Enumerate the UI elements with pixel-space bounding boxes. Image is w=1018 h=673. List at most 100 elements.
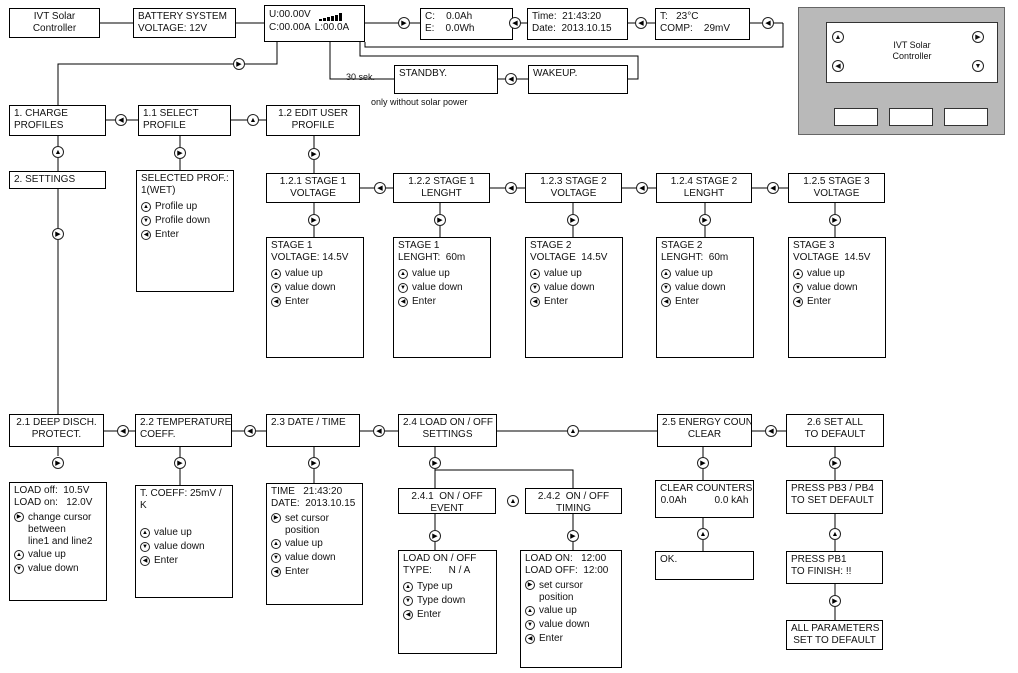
load-current-value: L:00.0A [314,21,350,33]
deep-discharge-box: 2.1 DEEP DISCH. PROTECT. [9,414,104,447]
option-label: change cursor between line1 and line2 [28,512,93,547]
option-label: value up [285,538,323,549]
onoff-timing-detail: LOAD ON: 12:00 LOAD OFF: 12:00 ▶set curs… [520,550,622,668]
nav-right-icon: ▶ [567,530,579,542]
option-label: Enter [155,229,179,240]
up-icon: ▲ [403,582,413,592]
option-label: set cursor position [285,513,329,536]
option-label: Enter [544,296,568,307]
down-icon: ▼ [140,542,150,552]
left-icon: ◀ [793,297,803,307]
nav-right-icon: ▶ [567,214,579,226]
up-icon: ▲ [661,269,671,279]
stage-1-voltage-detail: STAGE 1 VOLTAGE: 14.5V ▲value up ▼value … [266,237,364,358]
device-down-icon[interactable]: ▼ [972,60,984,72]
option-label: Enter [807,296,831,307]
option-label: Enter [285,566,309,577]
stage-2-voltage-header: 1.2.3 STAGE 2 VOLTAGE [525,173,622,203]
up-icon: ▲ [398,269,408,279]
up-icon: ▲ [271,269,281,279]
ok-box: OK. [655,551,754,580]
device-push-button-1[interactable] [834,108,878,126]
up-icon: ▲ [14,550,24,560]
nav-left-icon: ◀ [373,425,385,437]
down-icon: ▼ [141,216,151,226]
selected-profile-box: SELECTED PROF.: 1(WET) ▲Profile up ▼Prof… [136,170,234,292]
nav-right-icon: ▶ [308,457,320,469]
press-pb3-box: PRESS PB3 / PB4 TO SET DEFAULT [786,480,883,514]
device-push-button-2[interactable] [889,108,933,126]
select-profile-box: 1.1 SELECT PROFILE [138,105,231,136]
nav-left-icon: ◀ [636,182,648,194]
down-icon: ▼ [793,283,803,293]
nav-right-icon: ▶ [174,457,186,469]
date-time-box: 2.3 DATE / TIME [266,414,360,447]
tcoeff-value: T. COEFF: 25mV / K [140,488,222,511]
down-icon: ▼ [403,596,413,606]
nav-right-icon: ▶ [434,214,446,226]
nav-left-icon: ◀ [767,182,779,194]
temperature-coeff-detail: T. COEFF: 25mV / K ▲value up ▼value down… [135,485,233,598]
nav-right-icon: ▶ [429,530,441,542]
nav-left-icon: ◀ [505,73,517,85]
date-value: Date: 2013.10.15 [532,23,612,34]
option-label: Type up [417,581,453,592]
left-icon: ◀ [403,610,413,620]
load-values: LOAD off: 10.5V LOAD on: 12.0V [14,485,93,508]
nav-right-icon: ▶ [829,214,841,226]
nav-right-icon: ▶ [233,58,245,70]
signal-bars-icon [318,9,343,21]
left-icon: ◀ [140,556,150,566]
down-icon: ▼ [14,564,24,574]
stage-2-length-detail: STAGE 2 LENGHT: 60m ▲value up ▼value dow… [656,237,754,358]
solar-note: only without solar power [371,97,468,107]
temperature-value: T: 23°C [660,11,699,22]
nav-up-icon: ▲ [247,114,259,126]
stage-2-voltage-detail: STAGE 2 VOLTAGE 14.5V ▲value up ▼value d… [525,237,623,358]
stage-value: STAGE 3 VOLTAGE 14.5V [793,240,871,263]
ivt-title-box: IVT Solar Controller [9,8,100,38]
nav-right-icon: ▶ [429,457,441,469]
delay-label: 30 sek. [346,72,376,82]
nav-up-icon: ▲ [829,528,841,540]
left-icon: ◀ [525,634,535,644]
temperature-coeff-box: 2.2 TEMPERATURE COEFF. [135,414,232,447]
onoff-event-detail: LOAD ON / OFF TYPE: N / A ▲ Type up ▼ Type… [398,550,497,654]
option-label: value down [675,282,726,293]
nav-right-icon: ▶ [52,457,64,469]
option-label: value up [28,549,66,560]
standby-box: STANDBY. [394,65,498,94]
nav-left-icon: ◀ [635,17,647,29]
energy-count-box: 2.5 ENERGY COUNT CLEAR [657,414,752,447]
current-value: C:00.00A [269,21,311,33]
stage-1-length-detail: STAGE 1 LENGHT: 60m ▲value up ▼value dow… [393,237,491,358]
device-push-button-3[interactable] [944,108,988,126]
option-label: Profile down [155,215,211,226]
option-label: Type down [417,595,466,606]
date-time-detail: TIME 21:43:20 DATE: 2013.10.15 ▶set curs… [266,483,363,605]
device-left-icon[interactable]: ◀ [832,60,844,72]
battery-system-box: BATTERY SYSTEM VOLTAGE: 12V [133,8,236,38]
up-icon: ▲ [271,539,281,549]
charge-profiles-box: 1. CHARGE PROFILES [9,105,106,136]
option-label: value down [544,282,595,293]
charge-value: C: 0.0Ah [425,11,473,22]
onoff-timing-box: 2.4.2 ON / OFF TIMING [525,488,622,514]
stage-value: STAGE 1 VOLTAGE: 14.5V [271,240,349,263]
device-up-icon[interactable]: ▲ [832,31,844,43]
down-icon: ▼ [271,553,281,563]
datetime-value: TIME 21:43:20 DATE: 2013.10.15 [271,486,356,509]
left-icon: ◀ [398,297,408,307]
option-label: value up [807,268,845,279]
stage-value: STAGE 2 LENGHT: 60m [661,240,729,263]
set-all-default-box: 2.6 SET ALL TO DEFAULT [786,414,884,447]
nav-up-icon: ▲ [697,528,709,540]
device-right-icon[interactable]: ▶ [972,31,984,43]
right-icon: ▶ [14,512,24,522]
compensation-value: COMP: 29mV [660,23,731,34]
nav-right-icon: ▶ [697,457,709,469]
event-value: LOAD ON / OFF TYPE: N / A [403,553,477,576]
nav-left-icon: ◀ [244,425,256,437]
option-label: value up [285,268,323,279]
